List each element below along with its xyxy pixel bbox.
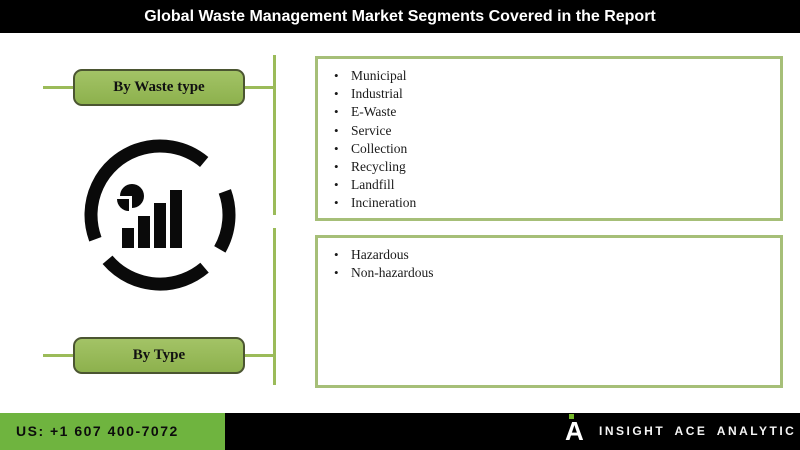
list-item: Industrial — [334, 85, 780, 103]
list-item: Incineration — [334, 194, 780, 212]
list-item: Hazardous — [334, 246, 780, 264]
segment-node-by-waste-type: By Waste type — [73, 69, 245, 106]
type-list-box: HazardousNon-hazardous — [315, 235, 783, 388]
list-item: Non-hazardous — [334, 264, 780, 282]
connector-left-stub-waste-type — [43, 86, 73, 89]
footer-phone-banner: US: +1 607 400-7072 — [0, 413, 225, 450]
brand-name: INSIGHT ACE ANALYTIC — [599, 424, 797, 438]
list-item: Collection — [334, 140, 780, 158]
brand-logo-icon: A — [565, 416, 584, 446]
list-item: Service — [334, 122, 780, 140]
connector-right-waste-type — [245, 86, 276, 89]
connector-left-stub-type — [43, 354, 73, 357]
type-list: HazardousNon-hazardous — [318, 238, 780, 282]
list-item: Municipal — [334, 67, 780, 85]
page-title: Global Waste Management Market Segments … — [0, 0, 800, 33]
connector-vertical-waste-type — [273, 55, 276, 215]
connector-right-type — [245, 354, 276, 357]
waste-type-list-box: MunicipalIndustrialE-WasteServiceCollect… — [315, 56, 783, 221]
footer-brand-banner: A INSIGHT ACE ANALYTIC — [225, 413, 800, 450]
market-analysis-chart-icon — [84, 139, 236, 291]
connector-vertical-type — [273, 228, 276, 385]
phone-number: US: +1 607 400-7072 — [16, 423, 179, 439]
waste-type-list: MunicipalIndustrialE-WasteServiceCollect… — [318, 59, 780, 213]
list-item: Landfill — [334, 176, 780, 194]
list-item: E-Waste — [334, 103, 780, 121]
list-item: Recycling — [334, 158, 780, 176]
segment-node-by-type: By Type — [73, 337, 245, 374]
brand-logo-dot-icon — [569, 414, 574, 419]
